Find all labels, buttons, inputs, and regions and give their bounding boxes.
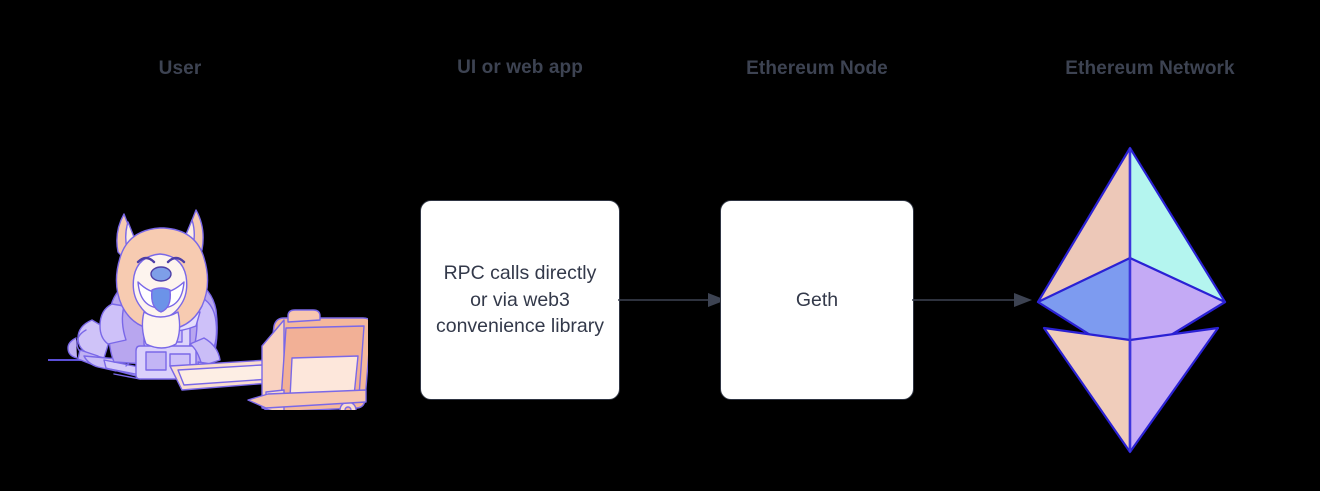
edge-ui-to-node-arrow	[618, 293, 726, 307]
node-geth-box-label: Geth	[795, 288, 839, 311]
ethereum-logo	[1036, 146, 1227, 454]
shiba-inu-at-computer-illustration	[48, 209, 368, 410]
node-ui-box-label: RPC calls directly or via web3 convenien…	[435, 262, 604, 338]
column-label-user: User	[158, 58, 202, 79]
node-ui-box[interactable]: RPC calls directly or via web3 convenien…	[420, 200, 620, 400]
column-label-ui-or-web-app: UI or web app	[457, 57, 583, 78]
column-label-ethereum-node: Ethereum Node	[746, 58, 888, 79]
edge-node-to-network-arrow	[912, 293, 1032, 307]
column-label-ethereum-network: Ethereum Network	[1065, 58, 1235, 79]
node-geth-box[interactable]: Geth	[720, 200, 914, 400]
